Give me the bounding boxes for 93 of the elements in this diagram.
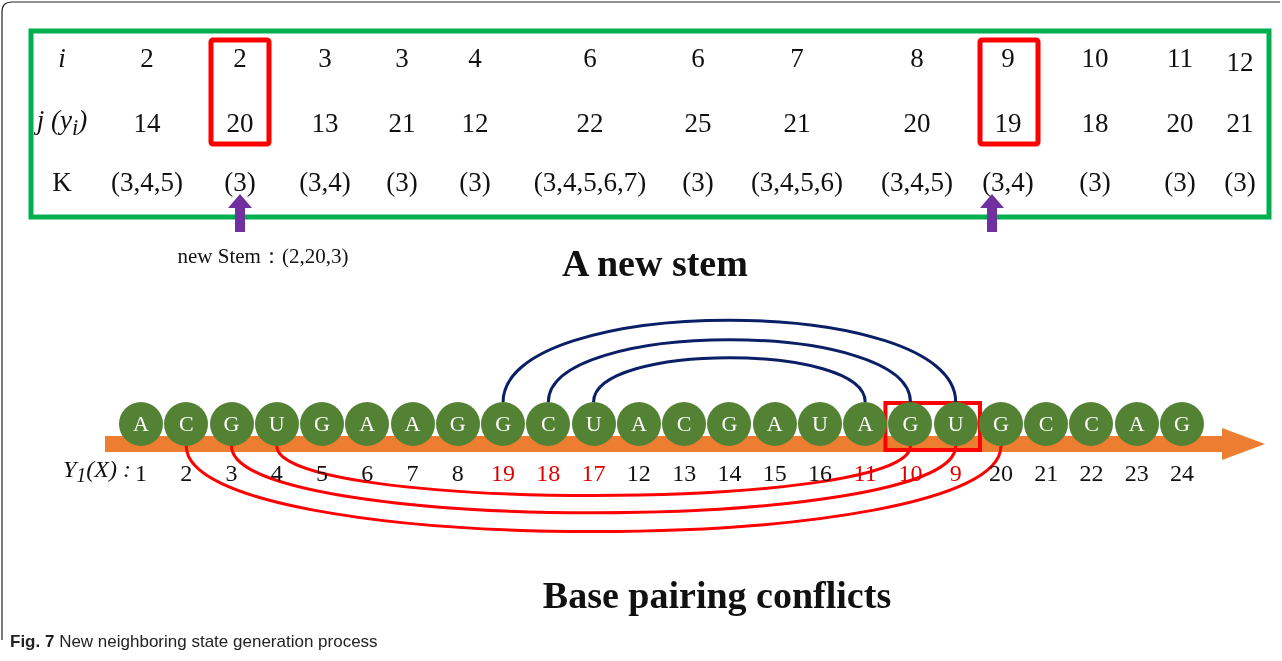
position-number: 13 <box>672 461 697 485</box>
table-cell: (3) <box>682 168 714 196</box>
table-cell: 11 <box>1167 44 1193 72</box>
table-cell: 9 <box>1001 44 1015 72</box>
base-circle: A <box>752 402 797 446</box>
row-header: i <box>58 44 66 72</box>
table-cell: (3) <box>459 168 491 196</box>
table-cell: 6 <box>691 44 705 72</box>
table-cell: 25 <box>684 109 712 137</box>
table-cell: 3 <box>318 44 332 72</box>
position-number: 1 <box>135 461 147 485</box>
base-circle: G <box>435 402 480 446</box>
table-cell: 21 <box>783 109 811 137</box>
table-cell: 13 <box>311 109 339 137</box>
table-cell: (3,4,5) <box>881 168 953 196</box>
table-cell: 19 <box>994 109 1022 137</box>
base-circle: U <box>571 402 616 446</box>
base-circle: U <box>797 402 842 446</box>
table-cell: (3,4) <box>299 168 351 196</box>
table-cell: 3 <box>395 44 409 72</box>
position-number: 14 <box>717 461 742 485</box>
table-cell: (3) <box>1224 168 1256 196</box>
table-cell: 12 <box>461 109 489 137</box>
table-cell: 8 <box>910 44 924 72</box>
table-cell: 18 <box>1081 109 1109 137</box>
table-cell: (3) <box>1164 168 1196 196</box>
position-number: 19 <box>491 461 516 485</box>
table-cell: (3,4,5) <box>111 168 183 196</box>
base-circle: G <box>707 402 752 446</box>
section-heading: Base pairing conflicts <box>542 576 892 614</box>
position-number: 15 <box>762 461 787 485</box>
figure-caption: Fig. 7 New neighboring state generation process <box>10 632 378 652</box>
conflict-arc <box>185 445 1003 533</box>
position-number: 6 <box>361 461 374 485</box>
position-number: 20 <box>988 461 1013 485</box>
base-circle: A <box>390 402 435 446</box>
table-cell: 20 <box>226 109 254 137</box>
position-number: 7 <box>406 461 419 485</box>
axis-label: Y$_{1}$(X) : <box>63 456 131 486</box>
conflict-arc <box>275 445 912 497</box>
table-cell: (3) <box>224 168 256 196</box>
table-cell: (3) <box>386 168 418 196</box>
base-circle: G <box>1160 402 1204 446</box>
base-circle: C <box>1069 402 1114 446</box>
position-number: 17 <box>581 461 606 485</box>
base-circle: A <box>616 402 661 446</box>
position-number: 9 <box>949 461 962 485</box>
base-circle: G <box>481 402 526 446</box>
table-cell: 22 <box>576 109 604 137</box>
base-circle: C <box>526 402 571 446</box>
position-number: 22 <box>1079 461 1104 485</box>
base-circle: C <box>164 402 209 446</box>
pairing-arc <box>546 338 912 403</box>
row-header: j (y$_{i}$) <box>36 106 88 140</box>
table-cell: 2 <box>140 44 154 72</box>
position-number: 16 <box>807 461 832 485</box>
position-number: 18 <box>536 461 561 485</box>
table-cell: (3,4,5,6) <box>750 168 844 196</box>
base-circle: A <box>345 402 390 446</box>
table-cell: 6 <box>583 44 597 72</box>
conflict-arc <box>230 445 957 515</box>
table-cell: 10 <box>1081 44 1109 72</box>
table-cell: 21 <box>388 109 416 137</box>
base-circle: G <box>300 402 345 446</box>
annotation-text: new Stem：(2,20,3) <box>177 245 349 267</box>
base-circle: A <box>843 402 888 446</box>
table-cell: 7 <box>790 44 804 72</box>
base-circle: U <box>254 402 299 446</box>
table-cell: 20 <box>903 109 931 137</box>
table-cell: 14 <box>133 109 161 137</box>
table-cell: 21 <box>1226 109 1254 137</box>
table-cell: 12 <box>1226 48 1254 76</box>
position-number: 23 <box>1124 461 1149 485</box>
pairing-arc <box>592 356 867 403</box>
position-number: 24 <box>1170 461 1194 485</box>
position-number: 8 <box>451 461 464 485</box>
table-cell: (3,4,5,6,7) <box>533 168 647 196</box>
position-number: 21 <box>1034 461 1059 485</box>
base-circle: C <box>1024 402 1069 446</box>
base-circle: A <box>1114 402 1159 446</box>
table-cell: 2 <box>233 44 247 72</box>
base-circle: A <box>119 402 163 446</box>
table-cell: (3) <box>1079 168 1111 196</box>
table-cell: (3,4) <box>982 168 1034 196</box>
position-number: 3 <box>225 461 238 485</box>
table-cell: 4 <box>468 44 482 72</box>
position-number: 12 <box>626 461 651 485</box>
table-cell: 20 <box>1166 109 1194 137</box>
row-header: K <box>52 168 72 196</box>
position-number: 2 <box>180 461 193 485</box>
base-circle: G <box>209 402 254 446</box>
section-heading: A new stem <box>562 244 748 282</box>
base-circle: C <box>662 402 707 446</box>
